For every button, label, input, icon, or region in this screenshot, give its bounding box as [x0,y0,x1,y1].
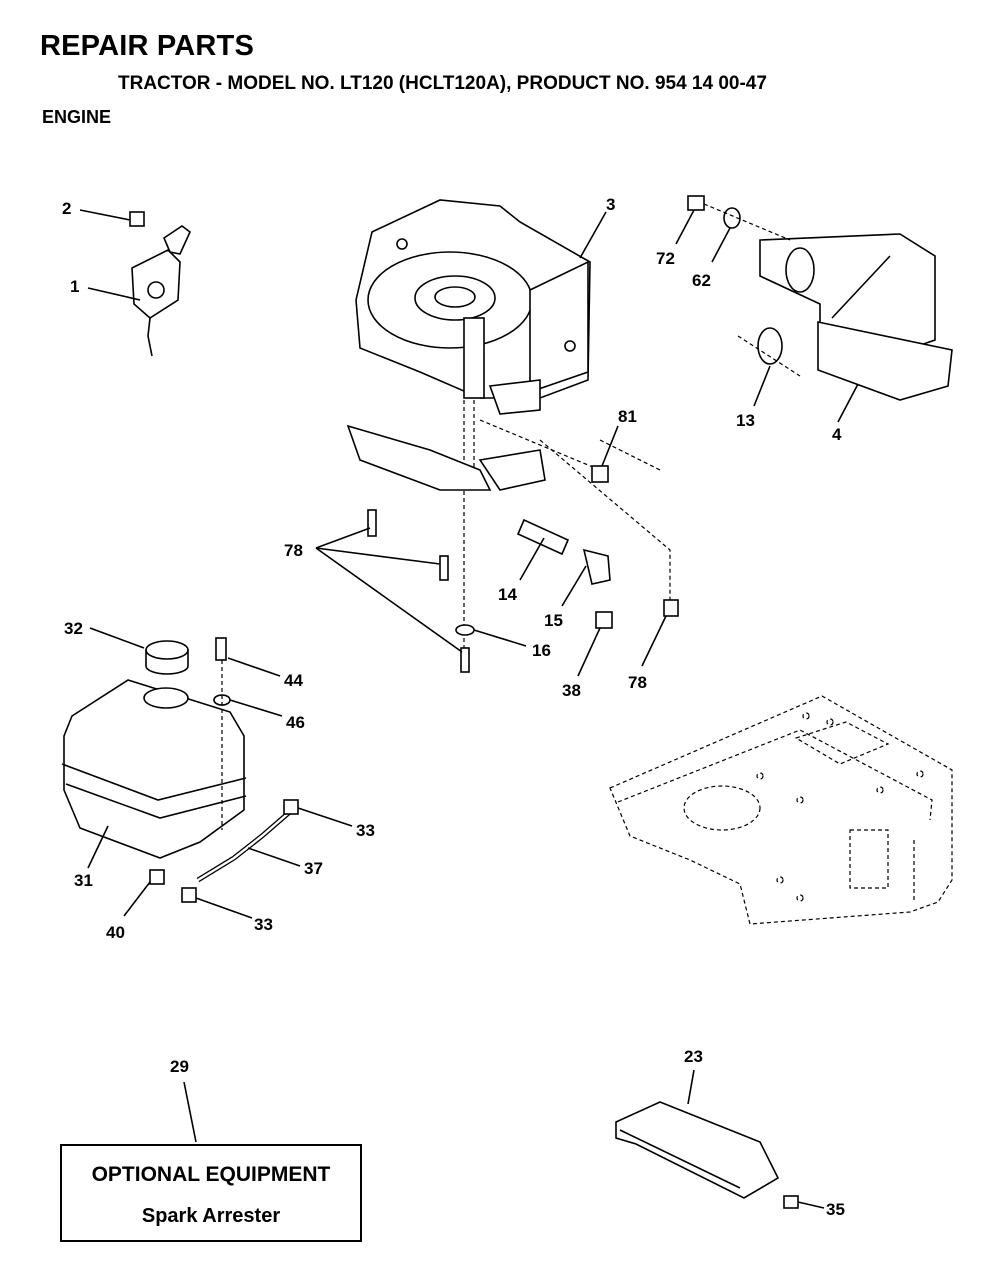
optional-equipment-heading: OPTIONAL EQUIPMENT [91,1163,331,1186]
callout-16: 16 [532,641,551,660]
fuel-cap-drawing [145,640,189,675]
callout-31: 31 [74,871,93,890]
callout-13: 13 [736,411,755,430]
callout-14: 14 [498,585,517,604]
callout-33-upper: 33 [356,821,375,840]
callout-46: 46 [286,713,305,732]
spark-arrester-drawing [615,1101,799,1209]
engine-hardware [367,465,679,673]
page-title: REPAIR PARTS [40,30,255,62]
callout-29: 29 [170,1057,189,1076]
callout-62: 62 [692,271,711,290]
callout-23: 23 [684,1047,703,1066]
callout-78-right: 78 [628,673,647,692]
engine-drawing [355,199,591,415]
fuel-line-drawing [149,799,299,903]
callout-38: 38 [562,681,581,700]
engine-mount-drawing [346,424,546,491]
callout-33-lower: 33 [254,915,273,934]
callout-labels: 2 1 3 72 62 13 4 81 78 14 15 16 38 78 32… [62,195,845,1219]
section-title: ENGINE [42,107,112,127]
muffler-drawing [737,233,953,401]
callout-72: 72 [656,249,675,268]
callout-44: 44 [284,671,303,690]
callout-4: 4 [832,425,842,444]
optional-equipment-box: OPTIONAL EQUIPMENT Spark Arrester [60,1144,362,1242]
callout-1: 1 [70,277,79,296]
fuel-tank-drawing [61,679,247,859]
callout-35: 35 [826,1200,845,1219]
tractor-frame-drawing [609,695,953,925]
callout-37: 37 [304,859,323,878]
page-subtitle: TRACTOR - MODEL NO. LT120 (HCLT120A), PR… [118,73,767,94]
callout-2: 2 [62,199,71,218]
callout-3: 3 [606,195,615,214]
leader-lines [79,209,859,1209]
callout-78-left: 78 [284,541,303,560]
optional-equipment-item: Spark Arrester [141,1205,281,1227]
callout-32: 32 [64,619,83,638]
callout-40: 40 [106,923,125,942]
muffler-bolt-washer [687,195,791,241]
callout-15: 15 [544,611,563,630]
ignition-switch-drawing [129,211,191,357]
tank-fasteners [213,637,231,830]
callout-81: 81 [618,407,637,426]
